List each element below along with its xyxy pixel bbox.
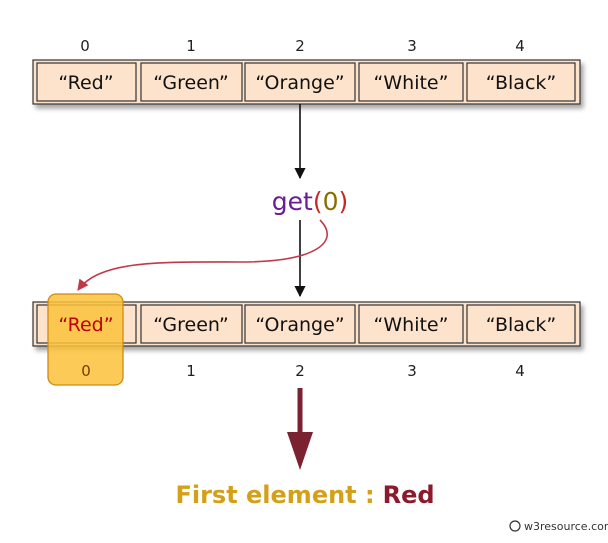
bottom-index-0: 0	[81, 362, 91, 380]
highlight-first-element	[47, 293, 124, 386]
bottom-cell-2-text: “Orange”	[255, 314, 344, 336]
result-value: Red	[383, 481, 435, 509]
bottom-index-3: 3	[407, 362, 417, 380]
result-arrow-head	[287, 432, 313, 470]
top-array-indices: 0 1 2 3 4	[80, 37, 525, 55]
top-cell-4-text: “Black”	[486, 72, 557, 94]
top-cell-3-text: “White”	[374, 72, 449, 94]
top-cell-1	[140, 62, 243, 102]
copyright-icon	[509, 520, 521, 532]
result-text: First element : Red	[175, 481, 434, 509]
bottom-array-indices: 0 1 2 3 4	[81, 362, 525, 380]
top-index-1: 1	[186, 37, 196, 55]
bottom-cell-1	[140, 304, 243, 344]
bottom-cell-0-text: “Red”	[58, 314, 113, 336]
get-close-paren: )	[338, 187, 348, 216]
credit: w3resource.com	[509, 520, 608, 533]
top-index-0: 0	[80, 37, 90, 55]
bottom-cell-2	[244, 304, 356, 344]
bottom-cell-4	[466, 304, 576, 344]
bottom-array: “Red” “Green” “Orange” “White” “Black” 0…	[32, 293, 581, 386]
get-method-name: get	[272, 187, 313, 216]
top-array: 0 1 2 3 4 “Red” “Green” “Orange” “White”…	[32, 37, 581, 105]
bottom-cell-3	[358, 304, 464, 344]
top-cell-2	[244, 62, 356, 102]
top-cell-0-text: “Red”	[58, 72, 113, 94]
get-call-label: get(0)	[272, 187, 349, 216]
top-cell-4	[466, 62, 576, 102]
top-cell-1-text: “Green”	[153, 72, 229, 94]
bottom-cell-1-text: “Green”	[153, 314, 229, 336]
curved-arrow-to-first	[77, 219, 328, 291]
top-cell-0	[36, 62, 137, 102]
get-argument: 0	[323, 187, 339, 216]
get-open-paren: (	[313, 187, 323, 216]
top-index-2: 2	[295, 37, 305, 55]
top-array-cells	[36, 62, 576, 102]
bottom-index-2: 2	[295, 362, 305, 380]
top-cell-2-text: “Orange”	[255, 72, 344, 94]
credit-text: w3resource.com	[524, 520, 608, 533]
bottom-array-values: “Red” “Green” “Orange” “White” “Black”	[58, 314, 556, 336]
bottom-index-4: 4	[515, 362, 525, 380]
result-arrow	[287, 388, 313, 470]
bottom-index-1: 1	[186, 362, 196, 380]
bottom-cell-3-text: “White”	[374, 314, 449, 336]
result-label: First element :	[175, 481, 374, 509]
bottom-cell-4-text: “Black”	[486, 314, 557, 336]
result-arrow-shaft	[297, 388, 303, 434]
top-cell-3	[358, 62, 464, 102]
top-index-4: 4	[515, 37, 525, 55]
top-array-values: “Red” “Green” “Orange” “White” “Black”	[58, 72, 556, 94]
top-index-3: 3	[407, 37, 417, 55]
